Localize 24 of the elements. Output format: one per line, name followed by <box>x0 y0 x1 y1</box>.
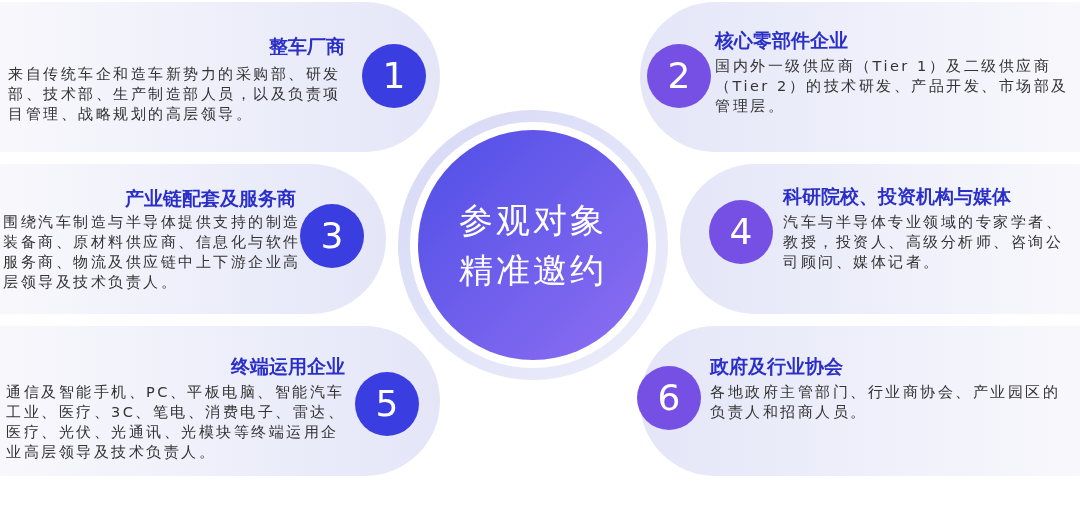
description-text: 通信及智能手机、PC、平板电脑、智能汽车工业、医疗、3C、笔电、消费电子、雷达、医疗、光伏、光通讯、光模块等终端运用企业高层领导及技术负责人。 <box>6 383 346 462</box>
panel-heading: 终端运用企业 <box>231 354 345 379</box>
category-panel <box>680 164 1080 314</box>
number-badge: 2 <box>647 44 711 108</box>
panel-heading: 整车厂商 <box>269 34 345 59</box>
category-panel <box>0 164 386 314</box>
description-text: 国内外一级供应商（Tier 1）及二级供应商（Tier 2）的技术研发、产品开发、市场部及管理层。 <box>715 57 1070 116</box>
description-text: 来自传统车企和造车新势力的采购部、研发部、技术部、生产制造部人员，以及负责项目管理、战略规划的高层领导。 <box>8 65 342 124</box>
category-panel <box>640 326 1080 476</box>
number-badge: 6 <box>637 366 701 430</box>
description-text: 围绕汽车制造与半导体提供支持的制造装备商、原材料供应商、信息化与软件服务商、物流及供应链中上下游企业高层领导及技术负责人。 <box>3 213 302 292</box>
panel-heading: 科研院校、投资机构与媒体 <box>783 184 1011 209</box>
category-panel <box>0 326 440 476</box>
number-badge: 3 <box>300 204 364 268</box>
number-badge: 4 <box>709 200 773 264</box>
panel-heading: 政府及行业协会 <box>710 354 843 379</box>
number-badge: 1 <box>362 44 426 108</box>
description-text: 汽车与半导体专业领域的专家学者、教授，投资人、高级分析师、咨询公司顾问、媒体记者。 <box>783 213 1064 272</box>
category-panel <box>0 2 440 152</box>
panel-heading: 核心零部件企业 <box>715 28 848 53</box>
panel-heading: 产业链配套及服务商 <box>125 186 296 211</box>
description-text: 各地政府主管部门、行业商协会、产业园区的负责人和招商人员。 <box>710 383 1061 422</box>
category-panel <box>640 2 1080 152</box>
number-badge: 5 <box>355 372 419 436</box>
